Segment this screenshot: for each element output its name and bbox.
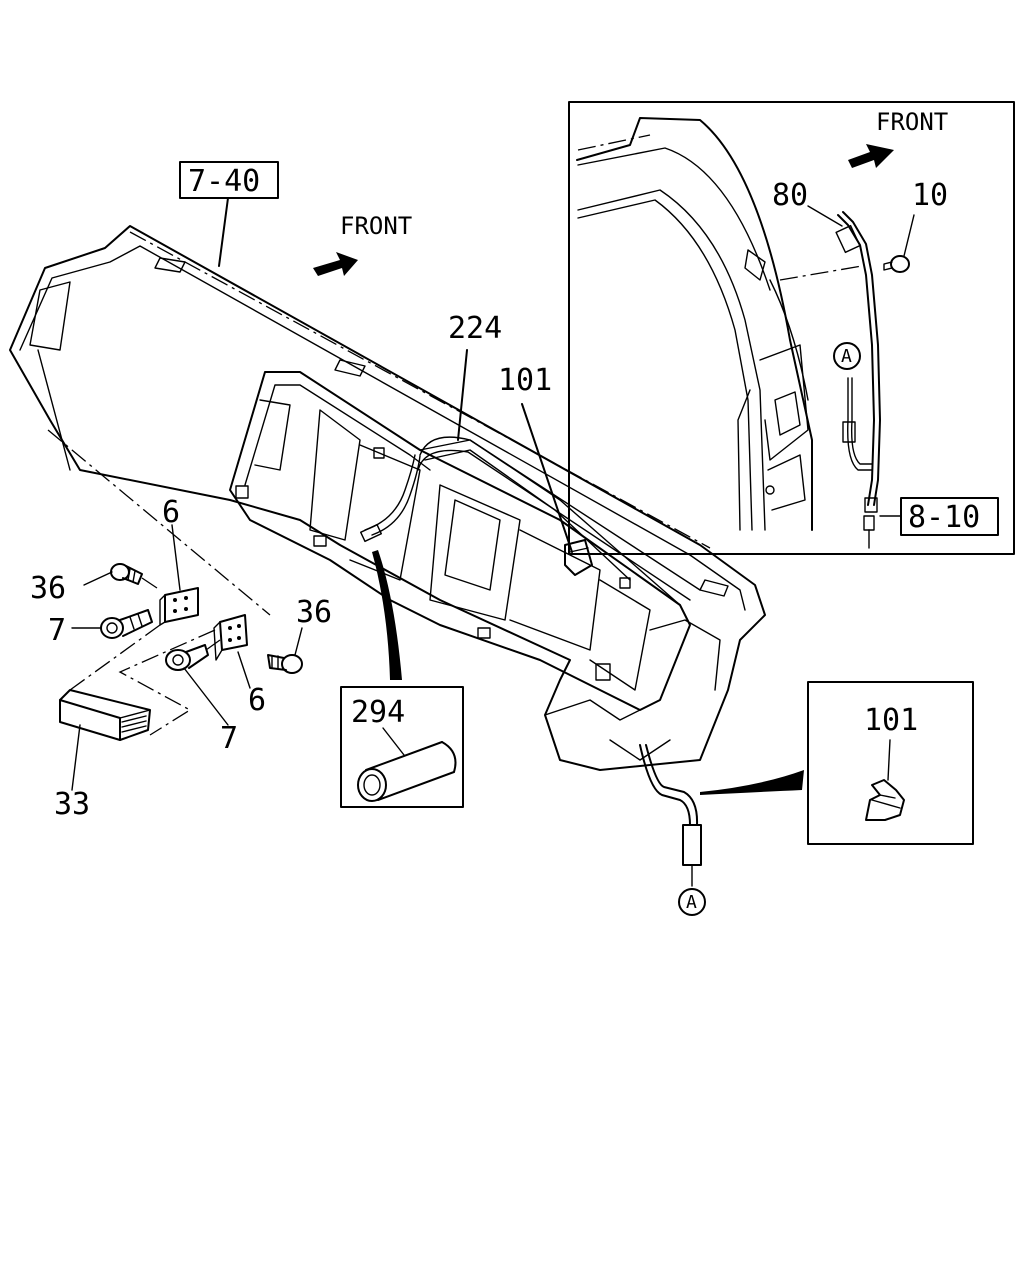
detail-box-294 xyxy=(340,686,464,808)
tray-33 xyxy=(59,689,151,741)
screw-36-right xyxy=(267,654,303,674)
inset-door-pillar xyxy=(568,101,1015,555)
connector-a-harness xyxy=(639,744,702,887)
part-label-294: 294 xyxy=(351,695,405,730)
connector-a-main-label: A xyxy=(686,892,697,913)
screw-36-left xyxy=(110,563,161,591)
connector-a-main-marker xyxy=(678,888,706,916)
pointer-294 xyxy=(372,550,402,680)
part-label-7-lower: 7 xyxy=(220,721,238,756)
bolt-7-left xyxy=(100,609,153,639)
dashboard-panel xyxy=(9,225,766,771)
bracket-6-upper xyxy=(159,587,199,626)
pointer-101 xyxy=(700,770,804,795)
bolt-7-lower xyxy=(165,639,221,671)
front-label-main: FRONT xyxy=(340,212,412,240)
part-label-224: 224 xyxy=(448,311,502,346)
ref-box-7-40 xyxy=(179,161,279,199)
part-label-33: 33 xyxy=(54,787,90,822)
part-label-101-main: 101 xyxy=(498,363,552,398)
bracket-6-lower xyxy=(213,614,248,661)
connector-a-inset-label: A xyxy=(841,346,852,367)
part-label-7-left: 7 xyxy=(48,613,66,648)
ref-label-8-10: 8-10 xyxy=(908,500,980,535)
connector-a-inset-marker xyxy=(833,342,861,370)
part-label-80: 80 xyxy=(772,178,808,213)
clip-101-main xyxy=(564,539,593,576)
part-label-36-right: 36 xyxy=(296,595,332,630)
ref-label-7-40: 7-40 xyxy=(188,164,260,199)
part-label-101-inset: 101 xyxy=(864,703,918,738)
part-label-6-upper: 6 xyxy=(162,495,180,530)
part-label-36-left: 36 xyxy=(30,571,66,606)
front-arrow-main xyxy=(313,252,358,276)
part-label-10: 10 xyxy=(912,178,948,213)
part-label-6-lower: 6 xyxy=(248,683,266,718)
front-arrow-inset xyxy=(848,144,894,168)
front-label-inset: FRONT xyxy=(876,108,948,136)
detail-box-101 xyxy=(807,681,974,845)
